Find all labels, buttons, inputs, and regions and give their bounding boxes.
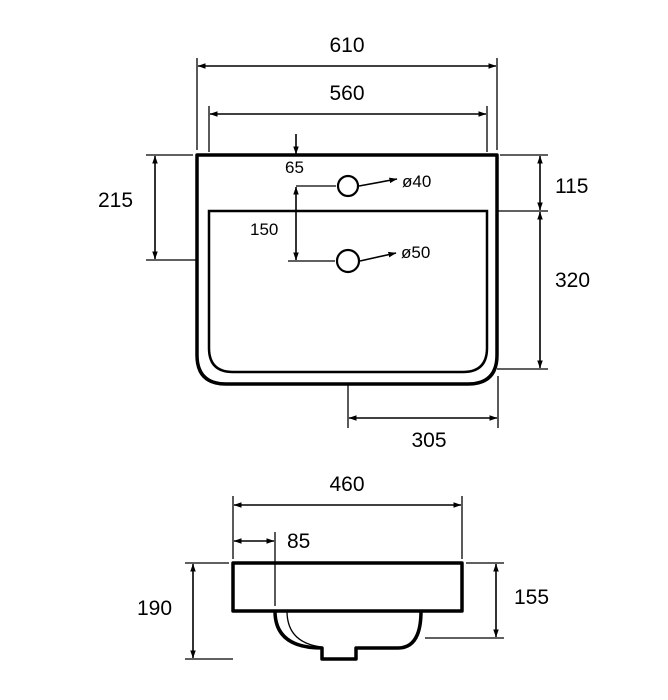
waste-hole [335,248,361,274]
side-bowl [273,610,423,661]
side-bowl-inner [286,610,323,648]
callout-tap-hole [358,177,398,187]
label-tap-hole: ø40 [402,172,431,191]
bowl-inner [207,209,489,374]
label-190: 190 [137,597,172,620]
label-150: 150 [250,220,278,239]
label-610: 610 [329,34,364,57]
label-155: 155 [514,586,549,609]
label-215: 215 [98,189,133,212]
label-65: 65 [285,158,304,177]
basin-outline [195,153,499,386]
label-115: 115 [555,175,588,198]
callout-waste-hole [359,251,397,262]
label-85: 85 [287,530,310,553]
side-view: 460 85 190 155 [137,473,549,661]
side-body [231,561,464,613]
label-460: 460 [329,473,364,496]
label-560: 560 [329,82,364,105]
top-view: 610 560 215 115 320 65 150 ø40 ø50 [98,34,590,452]
label-305: 305 [411,429,446,452]
tap-hole [336,174,360,198]
label-320: 320 [555,269,590,292]
label-waste-hole: ø50 [401,243,430,262]
